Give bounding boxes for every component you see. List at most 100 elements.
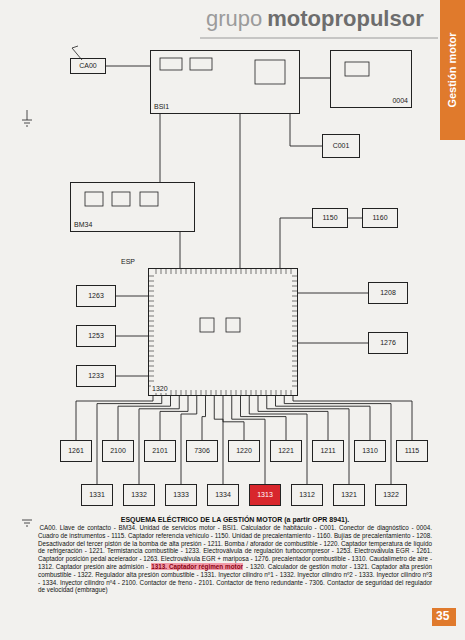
- wire: [118, 396, 171, 440]
- wire: [116, 296, 148, 297]
- component-code: 1310: [361, 447, 379, 455]
- component-box: 1310: [354, 440, 386, 462]
- callout-label: ESP: [121, 258, 135, 265]
- caption-body: CA00. Llave de contacto - BM34. Unidad d…: [38, 524, 432, 594]
- ecu-symbol: [200, 318, 214, 332]
- key-switch: CA00: [70, 58, 106, 74]
- section-tab-label: Gestión motor: [446, 32, 458, 107]
- wire: [202, 396, 206, 440]
- component-box: 1115: [396, 440, 428, 462]
- wire: [293, 396, 412, 440]
- component-box: 1221: [270, 440, 302, 462]
- component-code: 1211: [319, 447, 336, 455]
- component-code: 1221: [277, 447, 295, 455]
- component-code: BSI1: [153, 103, 170, 111]
- glow-plugs: 1160: [362, 208, 398, 228]
- relay-symbol: [112, 192, 130, 206]
- component-box: 1333: [165, 484, 197, 506]
- component-code: 1115: [404, 447, 421, 455]
- component-code: 1321: [340, 491, 358, 499]
- component-code: 1334: [214, 491, 232, 499]
- component-box: 2100: [102, 440, 134, 462]
- component-code: 0004: [391, 97, 409, 105]
- wire: [258, 396, 328, 440]
- body-computer: BSI1: [150, 50, 300, 114]
- component-box: 1321: [333, 484, 365, 506]
- fuse-block: [190, 58, 212, 70]
- instrument-panel: 0004: [330, 50, 412, 108]
- ecu-pins: [148, 268, 298, 396]
- component-code: 1233: [87, 372, 105, 380]
- section-header: grupo: [206, 8, 262, 30]
- component-box: 1263: [76, 285, 116, 307]
- component-box: 1322: [375, 484, 407, 506]
- component-code: 1276: [379, 339, 397, 347]
- component-code: C001: [332, 142, 351, 150]
- component-code: 1160: [371, 214, 388, 222]
- component-box: 1276: [368, 332, 408, 354]
- component-code: 1322: [382, 491, 400, 499]
- diagnostic-connector: C001: [322, 134, 360, 158]
- page-number: 35: [436, 610, 449, 622]
- caption-title: ESQUEMA ELÉCTRICO DE LA GESTIÓN MOTOR (a…: [38, 515, 432, 524]
- component-code: 1332: [130, 491, 148, 499]
- component-box: 1220: [228, 440, 260, 462]
- header-rule: [200, 38, 438, 39]
- component-code: 1312: [298, 491, 316, 499]
- wire: [180, 232, 181, 268]
- fuse-block: [160, 58, 182, 70]
- component-code: 1313: [256, 491, 274, 499]
- wire: [290, 114, 322, 146]
- engine-ecu: 1320: [148, 268, 298, 396]
- relay-symbol: [255, 60, 285, 84]
- component-code: 7306: [193, 447, 211, 455]
- component-box: 2101: [144, 440, 176, 462]
- component-box: 1331: [81, 484, 113, 506]
- component-code: CA00: [78, 62, 98, 70]
- wire: [241, 396, 287, 440]
- component-box: 1312: [291, 484, 323, 506]
- component-code: 1253: [87, 332, 105, 340]
- engine-fuse-box: BM34: [70, 182, 195, 232]
- display-symbol: [345, 62, 369, 76]
- glow-unit: 1150: [312, 208, 348, 228]
- schematic-symbols: [22, 46, 369, 526]
- component-box: 1261: [60, 440, 92, 462]
- component-code: 1320: [151, 385, 169, 393]
- page-number-tab: [432, 608, 456, 626]
- component-code: 1150: [321, 214, 338, 222]
- ground-symbol: [22, 110, 32, 126]
- component-code: 1208: [379, 289, 397, 297]
- wire: [240, 114, 241, 268]
- component-code: BM34: [73, 221, 93, 229]
- component-code: 1220: [235, 447, 253, 455]
- wire: [280, 218, 312, 268]
- component-code: 1261: [67, 447, 85, 455]
- component-box: 1233: [76, 365, 116, 387]
- section-header: motopropulsor: [267, 8, 423, 30]
- relay-symbol: [85, 192, 103, 206]
- highlighted-legend-entry: 1313. Captador régimen motor: [151, 563, 243, 570]
- component-code: 1333: [172, 491, 190, 499]
- component-code: 1331: [88, 491, 106, 499]
- component-code: 2101: [151, 447, 169, 455]
- wire: [139, 396, 179, 484]
- wire: [276, 396, 371, 440]
- ground-symbol: [22, 520, 32, 526]
- wire: [116, 336, 148, 337]
- caption-block: ESQUEMA ELÉCTRICO DE LA GESTIÓN MOTOR (a…: [38, 515, 432, 594]
- wire: [116, 376, 148, 377]
- component-box: 1211: [312, 440, 344, 462]
- fuse-block: [140, 192, 158, 206]
- component-code: 1263: [87, 292, 105, 300]
- wire: [298, 293, 368, 294]
- wire: [106, 66, 150, 67]
- component-box: 1334: [207, 484, 239, 506]
- wire: [298, 343, 368, 344]
- component-box: 1208: [368, 282, 408, 304]
- section-tab: [440, 0, 465, 140]
- wire: [348, 218, 362, 219]
- component-box: 1253: [76, 325, 116, 347]
- component-code: 2100: [109, 447, 127, 455]
